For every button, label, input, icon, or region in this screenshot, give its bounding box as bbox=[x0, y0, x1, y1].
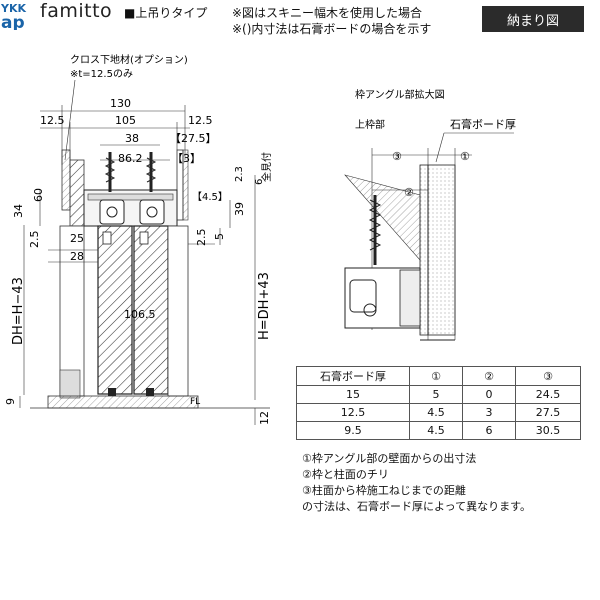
table-cell: 24.5 bbox=[515, 385, 581, 404]
table-row: 12.5 4.5 3 27.5 bbox=[296, 403, 581, 422]
dim-25: 25 bbox=[70, 232, 84, 245]
dim-106-5: 106.5 bbox=[124, 308, 156, 321]
left-jamb bbox=[59, 225, 85, 397]
dim-6: 6 bbox=[254, 179, 265, 185]
dim-4-5: 【4.5】 bbox=[192, 191, 228, 203]
ykk-ap-logo: YKK ap bbox=[0, 0, 30, 33]
ceiling-stud-left bbox=[61, 149, 71, 211]
dim-60: 60 bbox=[32, 188, 45, 202]
table-header-cell: ② bbox=[462, 366, 516, 386]
dim-130: 130 bbox=[110, 97, 131, 110]
floor bbox=[47, 395, 199, 409]
option-label-1: クロス下地材(オプション) bbox=[70, 53, 188, 66]
dim-h: H=DH+43 bbox=[257, 272, 272, 340]
table-cell: 30.5 bbox=[515, 421, 581, 440]
brand-name: famitto bbox=[40, 0, 113, 22]
dim-12: 12 bbox=[258, 411, 271, 425]
note-line-2: ※()内寸法は石膏ボードの場合を示す bbox=[232, 22, 432, 36]
gypsum-board bbox=[419, 164, 456, 336]
table-cell: 12.5 bbox=[296, 403, 410, 422]
table-row: 15 5 0 24.5 bbox=[296, 385, 581, 404]
dim-27-5: 【27.5】 bbox=[170, 132, 217, 145]
dim-zenmitsuke: 全見付 bbox=[260, 152, 273, 182]
upper-frame-label: 上枠部 bbox=[355, 118, 385, 131]
dim-86-2: 86.2 bbox=[118, 152, 143, 165]
dim-9: 9 bbox=[4, 398, 17, 405]
spec-table: 石膏ボード厚 ① ② ③ 15 5 0 24.5 12.5 4.5 3 27.5… bbox=[296, 366, 581, 440]
type-label: ■上吊りタイプ bbox=[124, 6, 208, 20]
dim-39: 39 bbox=[233, 202, 246, 216]
door-panel-right bbox=[133, 225, 169, 395]
table-cell: 4.5 bbox=[409, 403, 463, 422]
dim-12-5-left: 12.5 bbox=[40, 114, 65, 127]
dim-28: 28 bbox=[70, 250, 84, 263]
door-panel-left bbox=[97, 225, 133, 395]
table-cell: 3 bbox=[462, 403, 516, 422]
board-thickness-label: 石膏ボード厚 bbox=[450, 117, 516, 131]
dim-12-5-right: 12.5 bbox=[188, 114, 213, 127]
table-cell: 15 bbox=[296, 385, 410, 404]
dim-5: 5 bbox=[213, 233, 226, 240]
right-jamb bbox=[167, 225, 189, 397]
table-header-cell: ① bbox=[409, 366, 463, 386]
dim-dh: DH=H−43 bbox=[11, 277, 26, 345]
marker-3: ③ bbox=[392, 150, 402, 163]
dim-38: 38 bbox=[125, 132, 139, 145]
label-fl: FL bbox=[190, 397, 200, 407]
table-cell: 0 bbox=[462, 385, 516, 404]
footnote-3: ③柱面から枠施工ねじまでの距離 bbox=[302, 484, 466, 497]
option-label-2: ※t=12.5のみ bbox=[70, 69, 133, 80]
table-header-cell: ③ bbox=[515, 366, 581, 386]
dim-2-3: 2.3 bbox=[234, 166, 245, 182]
dim-34: 34 bbox=[12, 204, 25, 218]
section-badge: 納まり図 bbox=[482, 6, 584, 32]
dim-3: 【3】 bbox=[172, 152, 201, 165]
note-line-1: ※図はスキニー幅木を使用した場合 bbox=[232, 6, 423, 20]
hanger-roller-left bbox=[99, 199, 125, 225]
table-header-cell: 石膏ボード厚 bbox=[296, 366, 410, 386]
table-cell: 4.5 bbox=[409, 421, 463, 440]
footnote-2: ②枠と柱面のチリ bbox=[302, 468, 389, 481]
table-cell: 27.5 bbox=[515, 403, 581, 422]
dim-2-5-right: 2.5 bbox=[195, 229, 208, 247]
table-row: 9.5 4.5 6 30.5 bbox=[296, 421, 581, 440]
dim-2-5-left: 2.5 bbox=[28, 231, 41, 249]
table-cell: 6 bbox=[462, 421, 516, 440]
ceiling-block bbox=[69, 159, 85, 227]
dim-105: 105 bbox=[115, 114, 136, 127]
table-header-row: 石膏ボード厚 ① ② ③ bbox=[296, 366, 581, 386]
logo-bottom-text: ap bbox=[1, 13, 25, 30]
table-cell: 5 bbox=[409, 385, 463, 404]
logo-top-text: YKK bbox=[0, 2, 26, 15]
footnote-4: の寸法は、石膏ボード厚によって異なります。 bbox=[302, 500, 532, 513]
footnote-1: ①枠アングル部の壁面からの出寸法 bbox=[302, 452, 477, 465]
detail-title: 枠アングル部拡大図 bbox=[355, 88, 445, 101]
table-cell: 9.5 bbox=[296, 421, 410, 440]
hanger-roller-right bbox=[139, 199, 165, 225]
marker-1: ① bbox=[460, 150, 470, 163]
